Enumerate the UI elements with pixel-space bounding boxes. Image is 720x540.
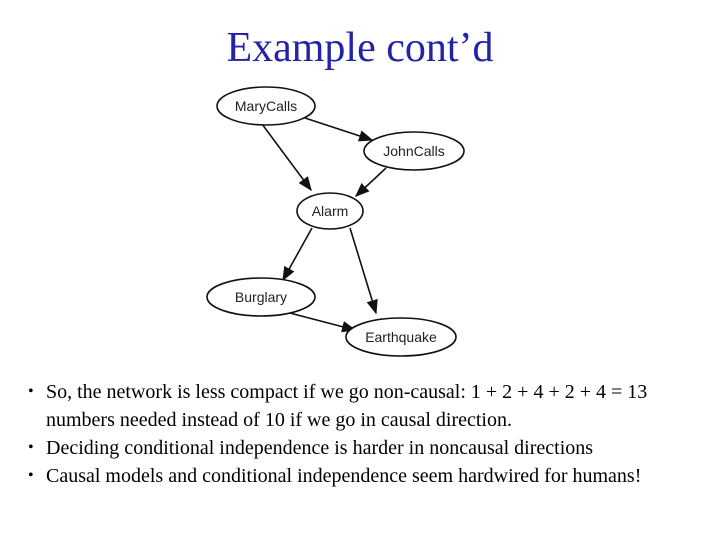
edge-johncalls-alarm	[354, 167, 387, 197]
node-label-johncalls: JohnCalls	[383, 143, 444, 159]
bayes-network-diagram: MaryCalls JohnCalls Alarm Burglary Earth…	[206, 86, 465, 357]
edge-burglary-earthquake	[285, 311, 357, 333]
node-label-burglary: Burglary	[235, 289, 287, 305]
edge-marycalls-johncalls	[304, 117, 374, 142]
node-marycalls: MaryCalls	[216, 86, 316, 126]
node-label-marycalls: MaryCalls	[235, 98, 297, 114]
node-burglary: Burglary	[206, 277, 316, 317]
node-earthquake: Earthquake	[345, 317, 457, 357]
edge-marycalls-alarm	[261, 123, 312, 192]
bullet-item: Deciding conditional independence is har…	[28, 434, 698, 462]
edge-alarm-earthquake	[349, 227, 378, 315]
bullet-list: So, the network is less compact if we go…	[28, 378, 698, 490]
node-johncalls: JohnCalls	[363, 131, 465, 171]
slide-title: Example cont’d	[226, 25, 494, 71]
node-label-earthquake: Earthquake	[365, 329, 437, 345]
bullet-item: So, the network is less compact if we go…	[28, 378, 698, 434]
bullet-item: Causal models and conditional independen…	[28, 462, 698, 490]
node-alarm: Alarm	[296, 192, 364, 230]
node-label-alarm: Alarm	[312, 203, 349, 219]
edge-alarm-burglary	[282, 227, 313, 282]
